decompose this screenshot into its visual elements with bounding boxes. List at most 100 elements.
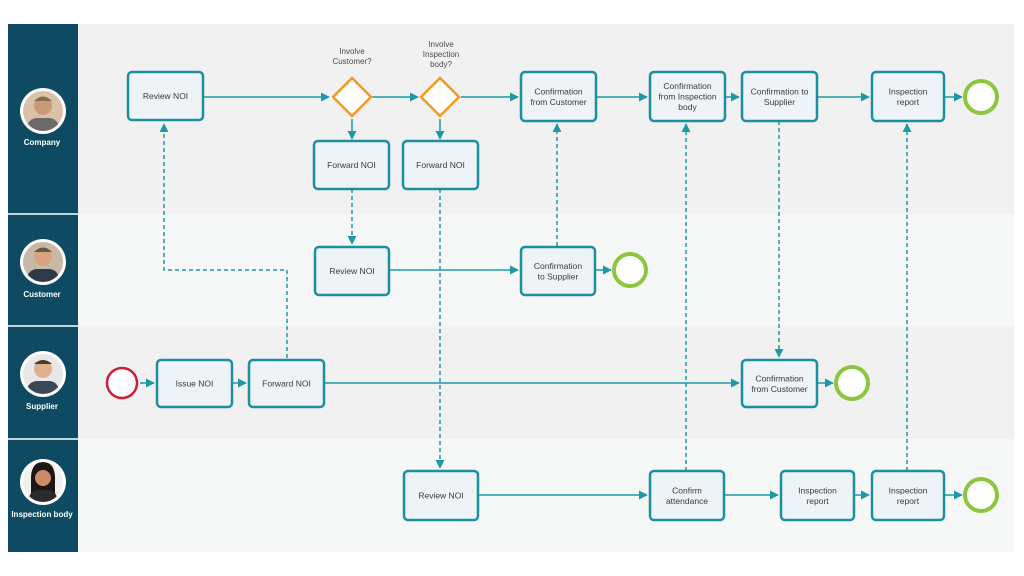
task-box[interactable] [648,70,727,123]
task-label: Review NOI [143,91,188,101]
supplier-avatar [20,351,66,397]
gateway-involve-customer[interactable] [331,76,373,118]
tasks-layer: Review NOI Forward NOI Forward NOI Confirma… [126,70,946,522]
gateway-label-involve-inspection-body-line: Inspection [423,50,459,59]
task-box[interactable] [401,139,480,191]
gateway-label-involve-inspection-body-line: body? [430,60,452,69]
task-box[interactable] [870,469,946,522]
task-label-line: Forward NOI [262,379,311,389]
task-label-line: report [806,496,829,506]
task-label-line: Issue NOI [176,379,214,389]
task-label: Forward NOI [327,160,376,170]
task-supplier-forward-noi[interactable]: Forward NOI [247,358,326,409]
task-label: Issue NOI [176,379,214,389]
task-inspection-review-noi[interactable]: Review NOI [402,469,480,522]
task-label-line: from Inspection [658,92,716,102]
task-supplier-issue-noi[interactable]: Issue NOI [155,358,234,409]
task-label-line: Confirmation [534,261,582,271]
inspection-body-avatar [20,459,66,505]
task-label-line: Review NOI [143,91,188,101]
start-event[interactable] [105,366,139,400]
lane-label-inspection-body: Inspection body [11,510,73,519]
task-label: Forward NOI [262,379,311,389]
task-label-line: Inspection [798,485,837,495]
task-label-line: Confirmation to [751,86,809,96]
task-box[interactable] [312,139,391,191]
task-box[interactable] [519,245,597,297]
task-box[interactable] [648,469,726,522]
task-label-line: report [897,97,920,107]
task-label-line: Confirmation [534,86,582,96]
customer-avatar [20,239,66,285]
gateway-involve-inspection-body[interactable] [419,76,461,118]
task-label-line: from Customer [530,97,586,107]
task-label: Review NOI [329,266,374,276]
lane-label-supplier: Supplier [26,402,58,411]
task-box[interactable] [126,70,205,122]
task-label-line: to Supplier [538,271,579,281]
task-company-review-noi[interactable]: Review NOI [126,70,205,122]
task-box[interactable] [402,469,480,522]
task-label-line: body [678,102,697,112]
end-event-customer[interactable] [612,252,648,288]
task-label-line: Supplier [764,97,795,107]
end-event-supplier[interactable] [834,365,870,401]
task-label-line: Review NOI [329,266,374,276]
task-box[interactable] [247,358,326,409]
task-box[interactable] [313,245,391,297]
task-label-line: from Customer [751,384,807,394]
end-event-company[interactable] [963,79,999,115]
task-label: Forward NOI [416,160,465,170]
gateway-label-involve-customer-line: Customer? [332,57,372,66]
task-label-line: Forward NOI [327,160,376,170]
task-label-line: Confirm [672,485,702,495]
task-box[interactable] [740,358,819,409]
task-label-line: Confirmation [663,81,711,91]
task-box[interactable] [519,70,598,123]
message-flows [159,121,912,471]
task-label-line: report [897,496,920,506]
task-label-line: attendance [666,496,708,506]
task-label: Review NOI [418,491,463,501]
company-avatar [20,88,66,134]
task-label-line: Confirmation [755,373,803,383]
task-box[interactable] [740,70,819,123]
task-company-forward-noi-1[interactable]: Forward NOI [312,139,391,191]
task-label-line: Review NOI [418,491,463,501]
gateway-label-involve-customer-line: Involve [339,47,365,56]
lane-label-customer: Customer [23,290,60,299]
lane-label-company: Company [24,138,61,147]
task-label-line: Inspection [889,485,928,495]
end-event-inspection-body[interactable] [963,477,999,513]
task-label-line: Inspection [889,86,928,96]
task-label-line: Forward NOI [416,160,465,170]
task-box[interactable] [779,469,856,522]
sequence-flows [140,92,963,500]
task-box[interactable] [870,70,946,123]
task-customer-review-noi[interactable]: Review NOI [313,245,391,297]
task-company-forward-noi-2[interactable]: Forward NOI [401,139,480,191]
task-box[interactable] [155,358,234,409]
